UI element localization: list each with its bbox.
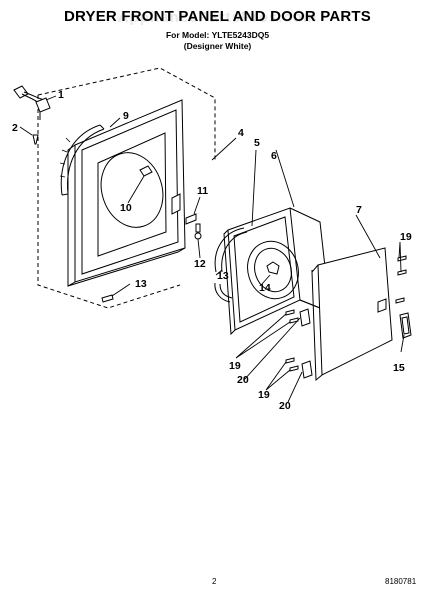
door-gasket [214, 227, 248, 303]
screw [395, 297, 405, 304]
model-line: For Model: YLTE5243DQ5 [165, 30, 270, 40]
front-panel-dashed-outline [37, 67, 216, 309]
document-part-number: 8180781 [385, 577, 417, 586]
callout-13-gasket: 13 [217, 270, 229, 282]
door-switch [13, 85, 51, 120]
callout-12: 12 [194, 258, 206, 270]
callout-10: 10 [120, 202, 132, 214]
callout-2: 2 [12, 122, 18, 134]
callout-11: 11 [197, 185, 208, 197]
door-hinge-upper [285, 308, 311, 327]
front-panel-hinge [171, 193, 202, 240]
callout-4: 4 [238, 127, 244, 139]
door-hinge-lower [285, 357, 313, 379]
page-number: 2 [212, 577, 217, 586]
door-window [247, 240, 299, 300]
callout-13-screw: 13 [135, 278, 147, 290]
callout-5: 5 [254, 137, 260, 149]
callout-19-upper: 19 [400, 231, 412, 243]
outer-door [311, 247, 393, 382]
screw [397, 269, 407, 276]
window-hub [266, 261, 280, 275]
screw [101, 294, 114, 303]
callout-20-lower: 20 [279, 400, 291, 412]
screw [32, 134, 39, 145]
leader-lines [19, 95, 405, 403]
callout-15: 15 [393, 362, 405, 374]
opening-bracket [139, 165, 153, 177]
callout-19-lower: 19 [258, 389, 270, 401]
door-handle [399, 312, 412, 339]
watermark: AppliancePartsPros.com [117, 9, 318, 26]
callout-1: 1 [58, 89, 64, 101]
color-line: (Designer White) [183, 41, 252, 51]
callout-6: 6 [271, 150, 277, 162]
front-panel-opening [100, 152, 164, 228]
callout-19-middle: 19 [229, 360, 241, 372]
callout-14: 14 [259, 282, 271, 294]
front-panel [67, 99, 186, 287]
door-seal-ring [59, 124, 105, 196]
screw [397, 255, 407, 262]
callout-7: 7 [356, 204, 362, 216]
page-title: DRYER FRONT PANEL AND DOOR PARTS [64, 8, 371, 25]
callout-20-upper: 20 [237, 374, 249, 386]
callout-9: 9 [123, 110, 129, 122]
door-window-inner [254, 247, 292, 293]
